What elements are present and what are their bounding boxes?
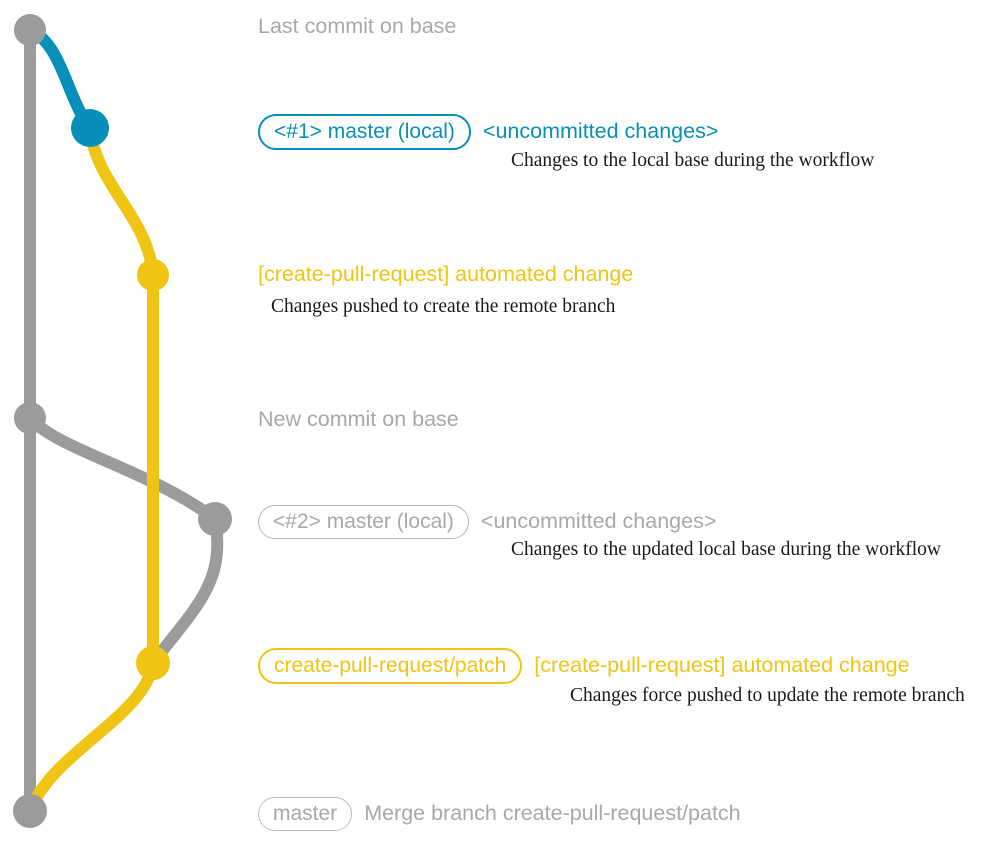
- commit-node-remote-2[interactable]: [136, 646, 170, 680]
- branch-line-local-update: [24, 412, 221, 525]
- commit-subtext-local-change-1: Changes to the local base during the wor…: [511, 150, 875, 171]
- commit-headline: <uncommitted changes>: [480, 509, 717, 534]
- commit-node-base-new[interactable]: [14, 402, 46, 434]
- branch-line-push-1: [84, 122, 159, 281]
- branch-badge-create-pull-request-patch[interactable]: create-pull-request/patch: [258, 648, 523, 684]
- commit-node-local-2[interactable]: [198, 502, 232, 536]
- branch-badge-label: master: [273, 802, 338, 825]
- commit-headline: Merge branch create-pull-request/patch: [364, 801, 741, 826]
- branch-badge-master[interactable]: master: [258, 797, 353, 831]
- commit-subtext-remote-change-2: Changes force pushed to update the remot…: [570, 685, 965, 706]
- commit-subtext-remote-change-1: Changes pushed to create the remote bran…: [271, 296, 616, 317]
- commit-node-base-start[interactable]: [14, 14, 46, 46]
- commit-node-merge[interactable]: [13, 794, 47, 828]
- commit-headline: Last commit on base: [258, 14, 457, 38]
- commit-row-local-change-2: <#2> master (local) <uncommitted changes…: [258, 505, 716, 539]
- branch-badge-master-local-1[interactable]: <#1> master (local): [258, 114, 471, 150]
- commit-headline: [create-pull-request] automated change: [258, 262, 634, 286]
- branch-line-merge: [24, 657, 159, 817]
- commit-headline: New commit on base: [258, 407, 459, 431]
- commit-headline: <uncommitted changes>: [482, 119, 719, 144]
- branch-badge-master-local-2[interactable]: <#2> master (local): [258, 505, 469, 539]
- branch-line-local-to-remote: [147, 513, 224, 669]
- commit-row-remote-change-2: create-pull-request/patch [create-pull-r…: [258, 648, 910, 684]
- commit-subtext-local-change-2: Changes to the updated local base during…: [511, 539, 941, 560]
- commit-node-remote-1[interactable]: [137, 259, 169, 291]
- commit-row-merge-commit: master Merge branch create-pull-request/…: [258, 797, 741, 831]
- commit-headline: [create-pull-request] automated change: [534, 653, 910, 678]
- commit-node-local-1[interactable]: [71, 109, 109, 147]
- commit-row-remote-change-1: [create-pull-request] automated change: [258, 262, 634, 286]
- branch-badge-label: <#2> master (local): [273, 510, 454, 533]
- commit-row-last-commit-on-base: Last commit on base: [258, 14, 457, 38]
- commit-row-local-change-1: <#1> master (local) <uncommitted changes…: [258, 114, 718, 150]
- commit-row-new-commit-on-base: New commit on base: [258, 407, 459, 431]
